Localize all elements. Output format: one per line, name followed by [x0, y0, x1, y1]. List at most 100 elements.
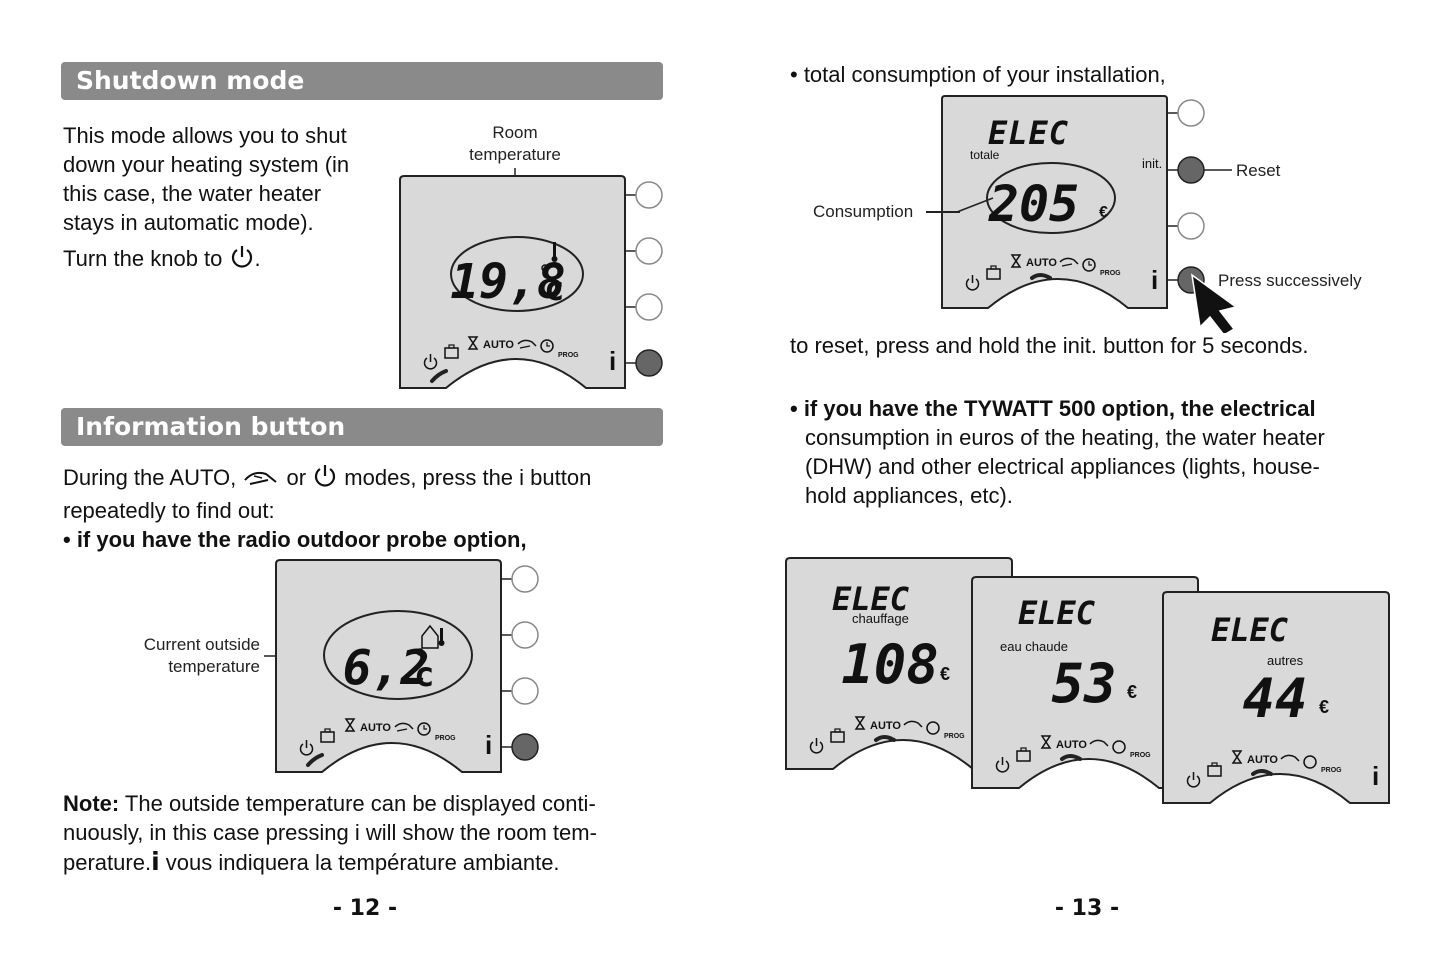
power-icon	[299, 740, 314, 756]
consumption-leader-diagonal	[956, 197, 994, 213]
clock-icon	[1082, 258, 1096, 272]
button-1[interactable]	[511, 565, 539, 593]
info-line-2: repeatedly to find out:	[63, 498, 275, 523]
auto-label: AUTO	[1056, 739, 1087, 751]
prog-label: PROG	[1321, 767, 1342, 774]
hourglass-icon	[467, 336, 479, 350]
info-line-1-c: modes, press the i button	[344, 465, 592, 490]
prog-label: PROG	[1100, 270, 1121, 277]
reset-instruction: to reset, press and hold the init. butto…	[790, 333, 1309, 358]
panel-other: ELEC autres 44 € i AUTO PROG	[1162, 591, 1390, 804]
hand-icon	[517, 339, 537, 349]
turn-knob-text: Turn the knob to	[63, 246, 223, 271]
button-3[interactable]	[511, 677, 539, 705]
auto-label: AUTO	[1026, 257, 1057, 269]
total-value: 205	[988, 175, 1079, 233]
total-consumption-line: • total consumption of your installation…	[790, 62, 1166, 87]
button-1[interactable]	[1177, 99, 1205, 127]
suitcase-icon	[830, 728, 845, 743]
cursor-arrow-icon	[1190, 273, 1238, 333]
shutdown-mode-heading: Shutdown mode	[61, 62, 663, 100]
hourglass-icon	[1231, 750, 1243, 764]
button-1[interactable]	[635, 181, 663, 209]
clock-icon	[926, 721, 940, 735]
note-label: Note:	[63, 791, 120, 816]
init-button[interactable]	[1177, 156, 1205, 184]
info-button[interactable]	[635, 349, 663, 377]
suitcase-icon	[1016, 747, 1031, 762]
tywatt-line-2: consumption in euros of the heating, the…	[805, 425, 1325, 450]
room-label-line-2: temperature	[469, 145, 561, 164]
total-currency: €	[1099, 204, 1108, 221]
reset-label: Reset	[1236, 161, 1281, 180]
note-line-1: Note: The outside temperature can be dis…	[63, 789, 673, 818]
shutdown-line-3: this case, the water heater	[63, 181, 322, 206]
tywatt-line-3: (DHW) and other electrical appliances (l…	[805, 454, 1320, 479]
button-3[interactable]	[635, 293, 663, 321]
power-icon	[423, 354, 438, 370]
info-line-1-b: or	[286, 465, 307, 490]
consumption-label: Consumption	[813, 202, 914, 221]
thermometer-icon	[551, 242, 558, 262]
power-icon	[229, 244, 255, 277]
panel-other-currency: €	[1319, 697, 1329, 717]
info-i-label: i	[609, 346, 616, 376]
auto-label: AUTO	[1247, 754, 1278, 766]
panel-hot-water-value: 53	[1051, 652, 1116, 715]
knob-indicator	[306, 753, 324, 767]
note-line-3-i: i	[151, 847, 160, 876]
panel-heating-sub: chauffage	[852, 611, 909, 626]
button-2[interactable]	[511, 621, 539, 649]
panel-hot-water-title: ELEC	[1018, 594, 1096, 632]
power-icon	[809, 738, 824, 754]
hand-icon	[1089, 739, 1109, 747]
power-icon	[965, 275, 980, 291]
press-successively-label: Press successively	[1218, 271, 1362, 290]
hand-icon	[394, 722, 414, 732]
prog-label: PROG	[1130, 752, 1151, 759]
note-line-1-text: The outside temperature can be displayed…	[119, 791, 596, 816]
hourglass-icon	[854, 716, 866, 730]
panel-heating-title: ELEC	[832, 580, 910, 618]
page-number-right: - 13 -	[1054, 896, 1120, 921]
page-number-left: - 12 -	[332, 896, 398, 921]
panel-other-value: 44	[1242, 667, 1307, 730]
note-paragraph: Note: The outside temperature can be dis…	[63, 789, 673, 877]
power-icon	[995, 757, 1010, 773]
prog-label: PROG	[558, 352, 579, 359]
button-3[interactable]	[1177, 212, 1205, 240]
outside-label-line-1: Current outside	[143, 635, 260, 654]
hourglass-icon	[1040, 735, 1052, 749]
auto-label: AUTO	[360, 722, 391, 734]
hourglass-icon	[344, 718, 356, 732]
outside-temperature-label: Current outside temperature	[100, 634, 260, 678]
button-2[interactable]	[635, 237, 663, 265]
clock-icon	[540, 339, 554, 353]
outside-label-line-2: temperature	[168, 657, 260, 676]
panel-other-title: ELEC	[1211, 611, 1289, 649]
knob-indicator	[1060, 754, 1082, 761]
auto-label: AUTO	[483, 339, 514, 351]
consumption-leader-line	[926, 211, 960, 213]
radio-probe-bullet: • if you have the radio outdoor probe op…	[63, 527, 527, 552]
knob-indicator	[430, 369, 448, 383]
suitcase-icon	[986, 265, 1001, 280]
knob-indicator	[1030, 273, 1052, 280]
thermostat-outside-display: 6,2 c i AUTO PROG	[264, 559, 539, 773]
note-line-2: nuously, in this case pressing i will sh…	[63, 820, 597, 845]
info-button[interactable]	[511, 733, 539, 761]
room-label-line-1: Room	[492, 123, 538, 142]
panel-hot-water-sub: eau chaude	[1000, 639, 1068, 654]
hand-icon	[242, 466, 280, 495]
outside-temp-value: 6,2	[343, 640, 430, 696]
room-temp-unit: c	[544, 269, 564, 309]
thermostat-total-consumption: ELEC totale init. 205 € i AUTO PROG	[941, 95, 1238, 333]
room-temperature-label: Room temperature	[445, 122, 585, 166]
suitcase-icon	[444, 344, 459, 359]
panel-heating-currency: €	[940, 664, 950, 684]
information-button-heading: Information button	[61, 408, 663, 446]
elec-subtitle: totale	[970, 148, 1000, 162]
thermometer-icon	[438, 628, 445, 646]
init-label: init.	[1142, 156, 1162, 171]
shutdown-line-4: stays in automatic mode).	[63, 210, 314, 235]
